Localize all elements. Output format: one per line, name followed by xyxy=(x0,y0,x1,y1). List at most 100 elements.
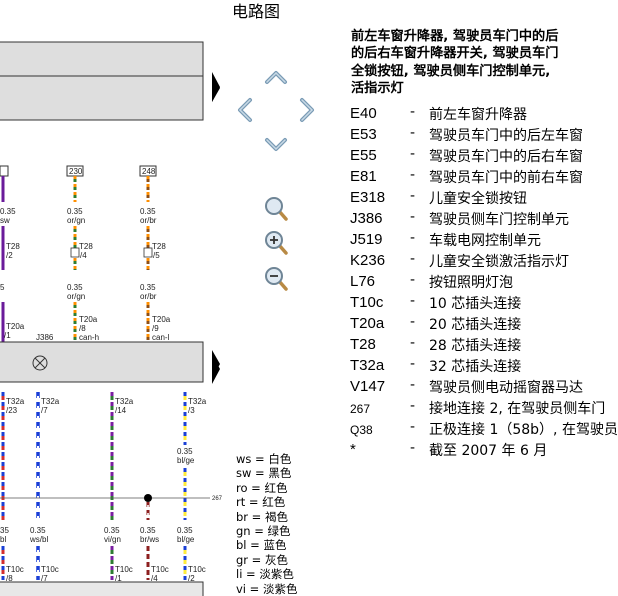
equals-sign: = xyxy=(248,552,265,567)
magnifier-icon[interactable] xyxy=(265,197,288,221)
wire-size: 0.35 xyxy=(0,207,16,216)
connector-label: T32a xyxy=(6,397,25,406)
part-dash: - xyxy=(410,419,416,435)
wire-size: 0.35 xyxy=(177,526,193,535)
color-legend-item: vi = 淡紫色 xyxy=(236,582,336,596)
part-code: L76 xyxy=(350,273,376,290)
wire-size: 0.35 xyxy=(67,207,83,216)
part-description: 车载电网控制单元 xyxy=(429,233,541,249)
connector-label: T10c xyxy=(151,565,169,574)
heading-line: 全锁按钮, 驾驶员侧车门控制单元, xyxy=(351,63,551,79)
equals-sign: = xyxy=(242,567,260,582)
part-dash: - xyxy=(410,293,416,309)
wire-color: vi/gn xyxy=(104,535,121,544)
pan-left-icon[interactable] xyxy=(238,98,252,122)
ground-ref-label: 267 xyxy=(212,496,223,502)
part-code: T10c xyxy=(350,294,384,311)
part-code: T32a xyxy=(350,357,385,374)
equals-sign: = xyxy=(251,466,269,481)
part-code: Q38 xyxy=(350,423,373,437)
connector-pin: /2 xyxy=(188,574,195,583)
connector-pin: /14 xyxy=(115,406,127,415)
zoom-in-icon[interactable] xyxy=(265,231,288,255)
wire-color: bl/ge xyxy=(177,535,195,544)
collapse-arrow-icon[interactable] xyxy=(212,72,220,102)
parts-list-item: 267-接地连接 2, 在驾驶员侧车门 xyxy=(350,398,605,419)
collapse-arrow-icon[interactable] xyxy=(212,354,220,384)
color-legend-item: ws = 白色 xyxy=(236,452,336,466)
equals-sign: = xyxy=(248,509,265,524)
part-code: E40 xyxy=(350,105,377,122)
equals-sign: = xyxy=(246,538,264,553)
wire-size: 0.35 xyxy=(67,283,83,292)
part-description: 按钮照明灯泡 xyxy=(429,275,513,291)
connector-pin: /5 xyxy=(153,251,160,260)
part-description: 驾驶员车门中的前右车窗 xyxy=(429,170,583,186)
color-name: 淡紫色 xyxy=(262,581,298,596)
color-legend-item: li = 淡紫色 xyxy=(236,567,336,581)
equals-sign: = xyxy=(246,581,263,596)
part-description: 儿童安全锁按钮 xyxy=(429,191,527,207)
parts-list-item: K236-儿童安全锁激活指示灯 xyxy=(350,251,602,272)
color-code: rt xyxy=(236,495,246,510)
part-code: J386 xyxy=(350,210,383,227)
connector-pin: /23 xyxy=(6,406,18,415)
connector-pin: /1 xyxy=(4,331,11,340)
parts-list-item: E53-驾驶员车门中的后左车窗 xyxy=(350,125,602,146)
part-code: E53 xyxy=(350,126,377,143)
part-code: 267 xyxy=(350,402,371,416)
connector-pin: /2 xyxy=(6,251,13,260)
equals-sign: = xyxy=(251,452,269,466)
color-name: 红色 xyxy=(262,495,286,510)
connector-pin: /9 xyxy=(152,324,159,333)
color-name: 褐色 xyxy=(264,509,288,524)
connector-pin: /8 xyxy=(6,574,13,583)
part-dash: - xyxy=(410,125,416,141)
part-description: 截至 2007 年 6 月 xyxy=(429,443,548,459)
color-name: 白色 xyxy=(268,452,292,466)
part-dash: - xyxy=(410,209,416,225)
color-name: 绿色 xyxy=(267,524,291,539)
part-dash: - xyxy=(410,104,416,120)
zoom-out-icon[interactable] xyxy=(265,267,288,291)
color-code: bl xyxy=(236,538,247,553)
part-description: 驾驶员侧电动摇窗器马达 xyxy=(429,380,583,396)
part-description: 10 芯插头连接 xyxy=(429,296,522,312)
equals-sign: = xyxy=(250,524,268,539)
connector-label: T10c xyxy=(41,565,59,574)
wire-color: bl xyxy=(0,535,6,544)
pan-up-icon[interactable] xyxy=(265,71,287,84)
pin-label-248: 248 xyxy=(142,167,156,176)
wire-size: 0.35 xyxy=(140,526,156,535)
connector-signal: can-l xyxy=(152,333,170,342)
color-name: 淡紫色 xyxy=(259,567,294,582)
pan-down-icon[interactable] xyxy=(265,138,287,151)
connector-label: T10c xyxy=(6,565,24,574)
equals-sign: = xyxy=(247,480,265,495)
part-dash: - xyxy=(410,146,416,162)
pan-right-icon[interactable] xyxy=(300,98,314,122)
parts-list-item: T20a-20 芯插头连接 xyxy=(350,314,602,335)
component-label-j386: J386 xyxy=(36,333,54,342)
color-legend-item: bl = 蓝色 xyxy=(236,538,336,552)
color-legend-item: gn = 绿色 xyxy=(236,524,336,538)
part-code: * xyxy=(350,441,356,458)
parts-list-item: T10c -10 芯插头连接 xyxy=(350,293,602,314)
color-code: li xyxy=(236,567,243,582)
connector-label: T28 xyxy=(152,242,166,251)
parts-list-item: E55-驾驶员车门中的后右车窗 xyxy=(350,146,602,167)
connector-label: T32a xyxy=(115,397,134,406)
connector-label: T20a xyxy=(79,315,98,324)
color-legend-item: rt = 红色 xyxy=(236,495,336,509)
wire-color: sw xyxy=(0,216,10,225)
part-dash: - xyxy=(410,188,416,204)
parts-list-item: V147-驾驶员侧电动摇窗器马达 xyxy=(350,377,602,398)
part-dash: - xyxy=(410,230,416,246)
wire-size: 5 xyxy=(0,283,5,292)
part-code: V147 xyxy=(350,378,386,395)
color-legend-item: gr = 灰色 xyxy=(236,553,336,567)
wire-size: 0.35 xyxy=(30,526,46,535)
wire-size: 0.35 xyxy=(177,447,193,456)
parts-list-item: J519-车载电网控制单元 xyxy=(350,230,602,251)
